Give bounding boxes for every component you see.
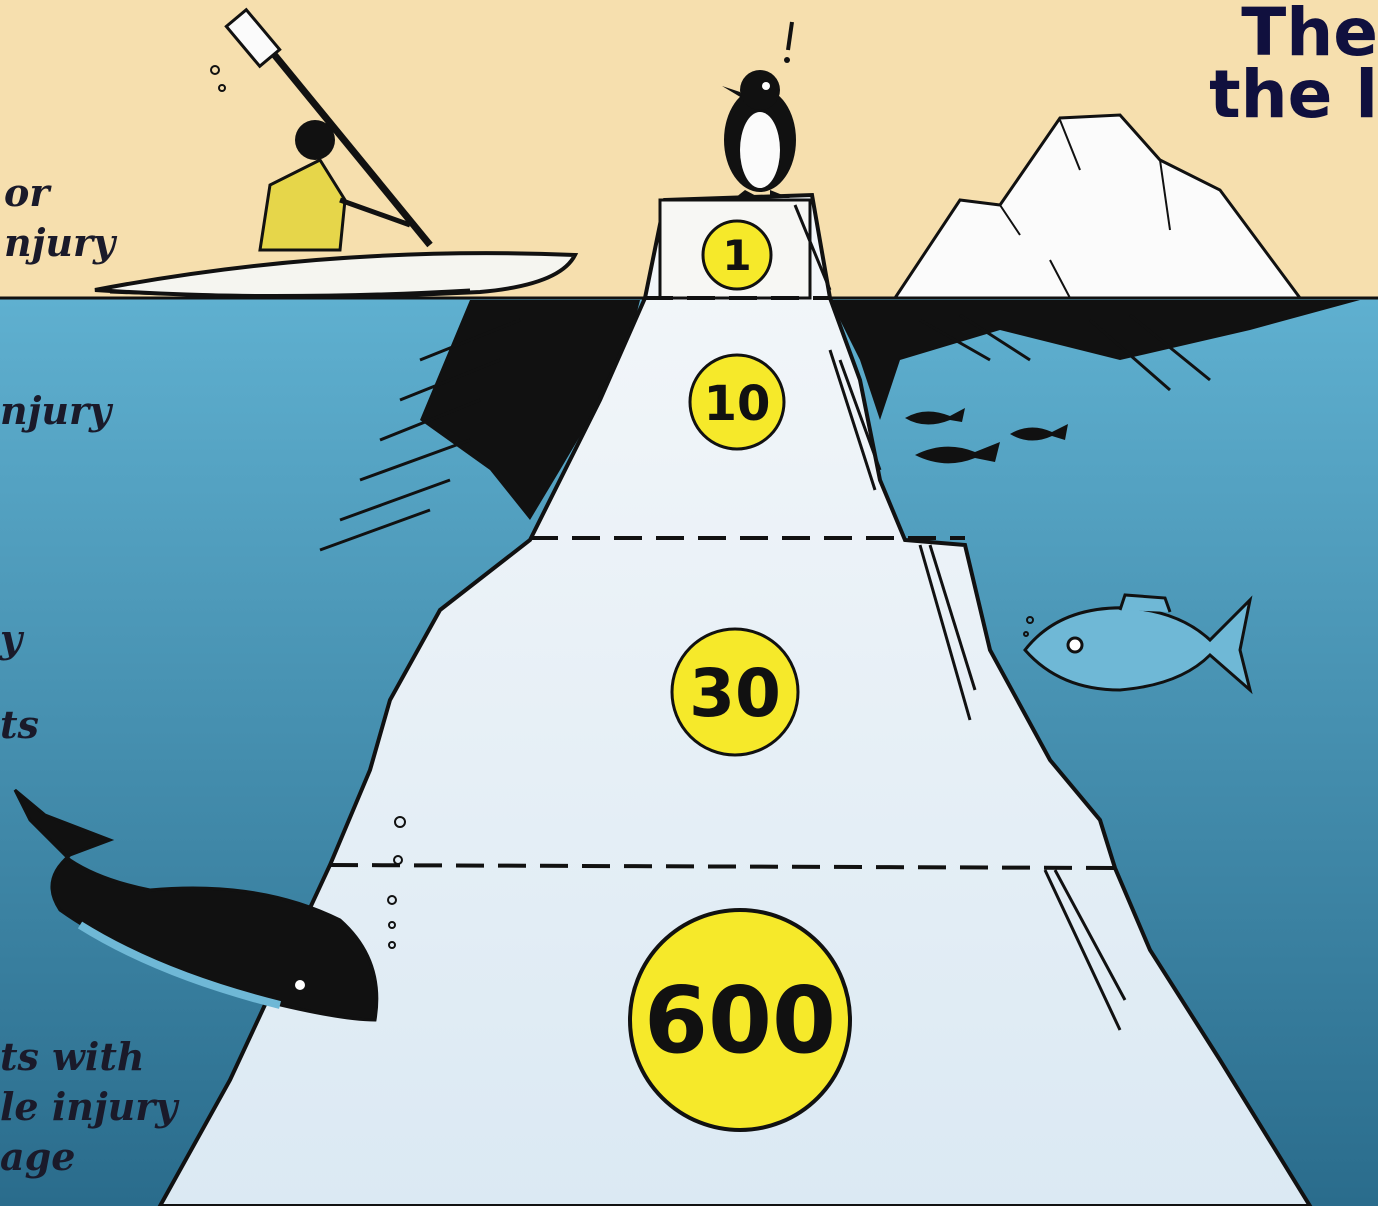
title-line-1: The — [1241, 0, 1378, 71]
iceberg-shadow-right — [830, 300, 1360, 420]
label-property-damage-line-3: ts — [0, 702, 39, 747]
tier-badge-600: 600 — [628, 908, 852, 1132]
label-near-miss-line-3: age — [0, 1134, 76, 1179]
label-property-damage-line-1: y — [0, 616, 23, 661]
whale-icon — [13, 788, 379, 1022]
title-line-2: the l — [1209, 56, 1378, 133]
tier-divider-3 — [329, 863, 1116, 870]
hatching-left — [319, 318, 521, 552]
fish-icon — [1023, 593, 1253, 695]
tier-value-10: 10 — [704, 376, 771, 432]
hatching-right — [919, 313, 1211, 392]
iceberg-shading — [793, 204, 1127, 1031]
label-near-miss: ts with le injury age — [0, 1038, 177, 1176]
tier-badge-1: 1 — [701, 219, 773, 291]
fish-school-icon — [905, 408, 1068, 464]
small-iceberg-icon — [892, 113, 1303, 300]
label-minor-injury-line-1: njury — [0, 388, 112, 433]
iceberg-shadow-left — [420, 300, 640, 520]
label-property-damage: y ts — [0, 620, 39, 744]
label-property-damage-line-2 — [0, 658, 39, 696]
label-near-miss-line-2: le injury — [0, 1084, 178, 1129]
small-iceberg-shading — [999, 119, 1171, 299]
tier-value-1: 1 — [722, 231, 751, 280]
label-serious-injury: or njury — [4, 174, 115, 262]
air-bubbles-icon — [387, 616, 1034, 949]
label-serious-injury-line-1: or — [4, 170, 50, 215]
tier-value-600: 600 — [644, 967, 836, 1074]
label-near-miss-line-1: ts with — [0, 1034, 145, 1079]
tier-badge-30: 30 — [670, 627, 800, 757]
label-minor-injury: njury — [0, 392, 111, 430]
penguin-icon — [722, 21, 796, 198]
kayaker-icon — [94, 7, 579, 299]
label-serious-injury-line-2: njury — [4, 220, 116, 265]
tier-value-30: 30 — [689, 655, 781, 732]
tier-badge-10: 10 — [688, 353, 786, 451]
